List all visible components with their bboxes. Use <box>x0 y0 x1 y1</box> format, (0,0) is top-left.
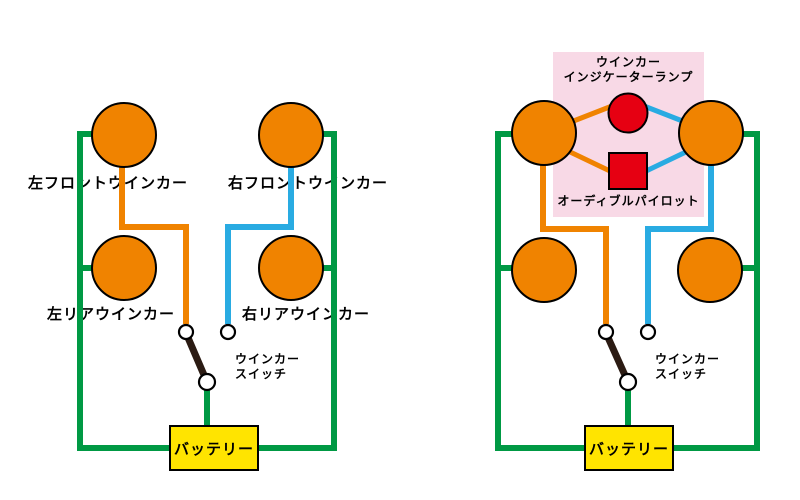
label-right-rear-winker: 右リアウインカー <box>242 306 371 323</box>
left-switch-pivot <box>197 372 217 392</box>
right-blue-diag-to-indicator <box>643 103 686 125</box>
left-blue-wire <box>225 166 294 324</box>
lamp-rear-right-circle <box>258 235 324 301</box>
right-switch-contact-left <box>597 323 615 341</box>
lamp-front-left-circle-right-diagram <box>511 100 577 166</box>
right-green-wire-left-loop <box>495 131 585 451</box>
lamp-rear-left-circle-right-diagram <box>511 237 577 303</box>
lamp-rear-right-circle-right-diagram <box>677 237 743 303</box>
indicator-lamp-circle <box>607 92 649 134</box>
right-switch-pivot <box>618 372 638 392</box>
left-orange-wire <box>119 166 189 324</box>
right-orange-diag-to-indicator <box>570 103 613 125</box>
right-orange-wire <box>540 165 609 324</box>
left-switch-contact-left <box>177 323 195 341</box>
right-green-wire-right-loop <box>673 131 760 451</box>
right-blue-wire <box>645 165 714 324</box>
lamp-rear-left-circle <box>91 235 157 301</box>
right-battery-box <box>584 425 674 471</box>
lamp-front-left-circle <box>91 102 157 168</box>
lamp-front-right-circle-right-diagram <box>678 100 744 166</box>
right-circuit <box>495 52 760 471</box>
right-orange-diag-to-audible <box>564 147 614 175</box>
left-switch-contact-right <box>219 323 237 341</box>
left-battery-box <box>169 425 259 471</box>
right-blue-diag-to-audible <box>642 147 692 175</box>
audible-pilot-square <box>608 152 648 190</box>
left-circuit <box>77 102 337 471</box>
right-switch-contact-right <box>639 323 657 341</box>
label-left-front-winker: 左フロントウインカー <box>28 175 189 192</box>
lamp-front-right-circle <box>258 102 324 168</box>
label-right-front-winker: 右フロントウインカー <box>228 175 389 192</box>
left-green-wire-left-loop <box>77 131 170 451</box>
left-green-wire-right-loop <box>258 131 337 451</box>
